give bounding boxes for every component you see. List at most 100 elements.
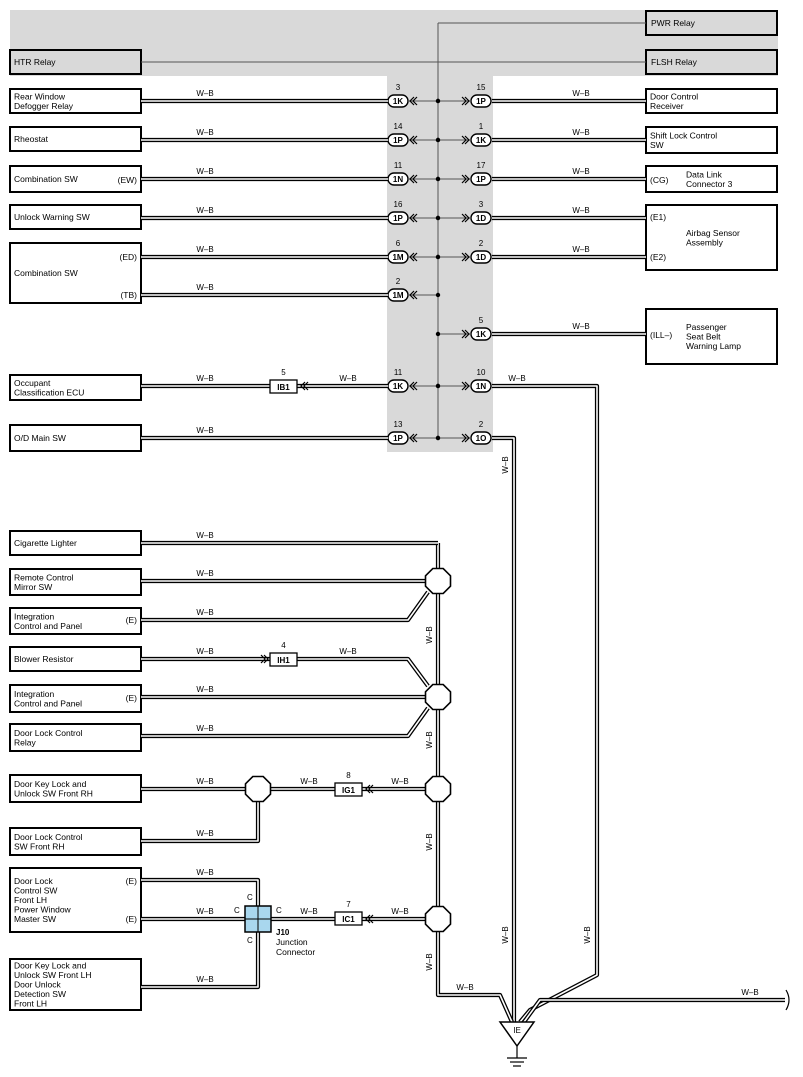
chevron-right-icon (461, 174, 467, 184)
wire-color-label: W–B (741, 988, 758, 997)
chevron-left-icon (412, 290, 418, 300)
component-label: Integration (14, 611, 54, 621)
terminal-label: (CG) (650, 175, 669, 185)
component-label: Unlock Warning SW (14, 212, 90, 222)
connector-number: 3 (396, 83, 401, 92)
ground-wire-1n (492, 383, 600, 1024)
inline-connector-ih1: IH1 4 (269, 641, 298, 667)
junction-dot (435, 254, 441, 260)
chevron-left-icon (412, 174, 418, 184)
connector-number: 2 (396, 277, 401, 286)
junction-label-1: Junction (276, 937, 308, 947)
htr-relay-label: HTR Relay (14, 57, 56, 67)
svg-text:C: C (276, 906, 282, 915)
connector-number: 15 (477, 83, 486, 92)
chevron-right-icon (464, 174, 470, 184)
terminal-label: (ED) (120, 252, 138, 262)
component-label: Defogger Relay (14, 101, 74, 111)
chevron-right-icon (461, 135, 467, 145)
svg-text:C: C (247, 936, 253, 945)
junction-block-shade (387, 76, 493, 452)
connector-number: 16 (394, 200, 403, 209)
component-label: Seat Belt (686, 332, 721, 342)
terminal-label: (ILL–) (650, 330, 672, 340)
chevron-right-icon (260, 654, 266, 664)
component-label: Front LH (14, 999, 47, 1009)
connector-pin: 1N (393, 175, 403, 184)
combination-sw-ew: Combination SW (9, 165, 142, 193)
connector-pin: 1P (476, 175, 486, 184)
flsh-relay-label: FLSH Relay (651, 57, 698, 67)
component-label: Door Key Lock and (14, 961, 87, 971)
wire-color-label: W–B (196, 907, 213, 916)
component-label: Remote Control (14, 572, 74, 582)
junction-block-top-shade (10, 10, 778, 76)
chevron-left-icon (368, 914, 374, 924)
rheostat: Rheostat (9, 126, 142, 152)
wire-color-label: W–B (196, 283, 213, 292)
wire-color-label: W–B (196, 167, 213, 176)
chevron-right-icon (464, 96, 470, 106)
component-label: SW (650, 140, 664, 150)
splice-point-ig1 (424, 775, 452, 803)
component-label: Cigarette Lighter (14, 538, 77, 548)
wire-color-label: W–B (572, 128, 589, 137)
chevron-right-icon (263, 654, 269, 664)
connector-pin: 1O (476, 434, 487, 443)
junction-dot (435, 331, 441, 337)
connector-number: 11 (394, 368, 403, 377)
component-label: Warning Lamp (686, 341, 741, 351)
component-label: Control and Panel (14, 698, 82, 708)
connector-pin: 1P (393, 434, 403, 443)
wire-color-label: W–B (196, 777, 213, 786)
wire-color-label: W–B (425, 626, 434, 643)
ground-ie: IE (498, 1021, 536, 1067)
wire-color-label: W–B (300, 907, 317, 916)
wire-color-label: W–B (572, 245, 589, 254)
svg-text:IB1: IB1 (277, 383, 290, 392)
component-label: Passenger (686, 322, 727, 332)
wire-color-label: W–B (425, 833, 434, 850)
svg-text:IH1: IH1 (277, 656, 290, 665)
component-label: Assembly (686, 237, 724, 247)
chevron-right-icon (464, 433, 470, 443)
connector-pin: 1K (393, 97, 403, 106)
connector-pin: 1P (393, 136, 403, 145)
connector-number: 11 (394, 161, 403, 170)
od-main-sw: O/D Main SW (9, 424, 142, 452)
connector-number: 5 (479, 316, 484, 325)
svg-text:8: 8 (346, 771, 351, 780)
wire-color-label: W–B (196, 128, 213, 137)
wire-blower-2 (297, 656, 430, 688)
wire-door-lock-sw-rh (141, 801, 261, 844)
chevron-right-icon (461, 433, 467, 443)
junction-dot (435, 435, 441, 441)
connector-1p: 1P 17 (470, 161, 492, 186)
connector-number: 6 (396, 239, 401, 248)
wire-color-label: W–B (501, 456, 510, 473)
component-label: Door Lock Control (14, 728, 83, 738)
splice-point-mirror (424, 567, 452, 595)
chevron-left-icon (412, 213, 418, 223)
component-label: Door Key Lock and (14, 779, 87, 789)
wire-color-label: W–B (196, 569, 213, 578)
chevron-left-icon (409, 213, 415, 223)
junction-name: J10 (276, 928, 290, 937)
connector-number: 17 (477, 161, 486, 170)
terminal-label: (E2) (650, 252, 666, 262)
internal-bus (141, 22, 646, 438)
unlock-warning-sw: Unlock Warning SW (9, 204, 142, 230)
wire-color-label: W–B (583, 926, 592, 943)
connector-pin: 1K (476, 136, 486, 145)
component-label: Relay (14, 737, 36, 747)
